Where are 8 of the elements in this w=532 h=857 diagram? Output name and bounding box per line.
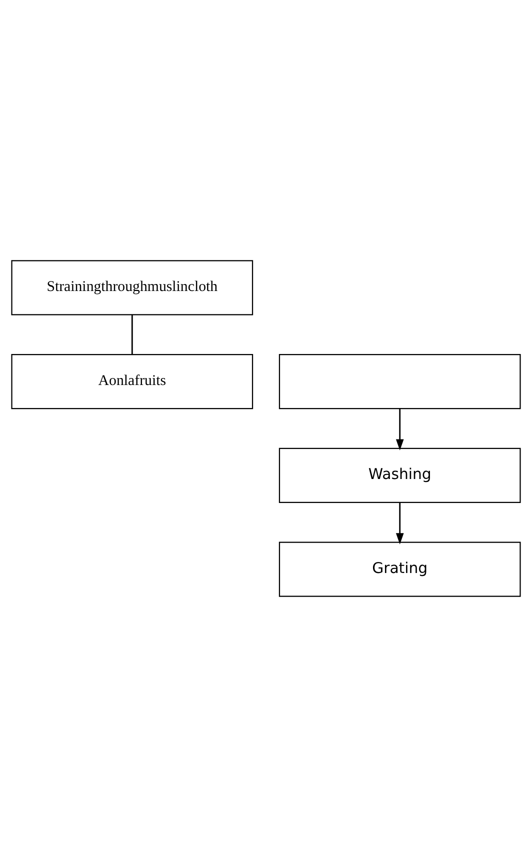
- connector: [131, 314, 133, 354]
- node-box: Washing: [278, 448, 521, 503]
- node-box: Grating: [278, 542, 521, 597]
- node-box: [278, 354, 521, 410]
- arrow: [396, 502, 404, 544]
- arrow: [396, 408, 404, 450]
- node-box: Aonlafruits: [11, 354, 254, 410]
- node-box: Strainingthroughmuslincloth: [11, 260, 254, 316]
